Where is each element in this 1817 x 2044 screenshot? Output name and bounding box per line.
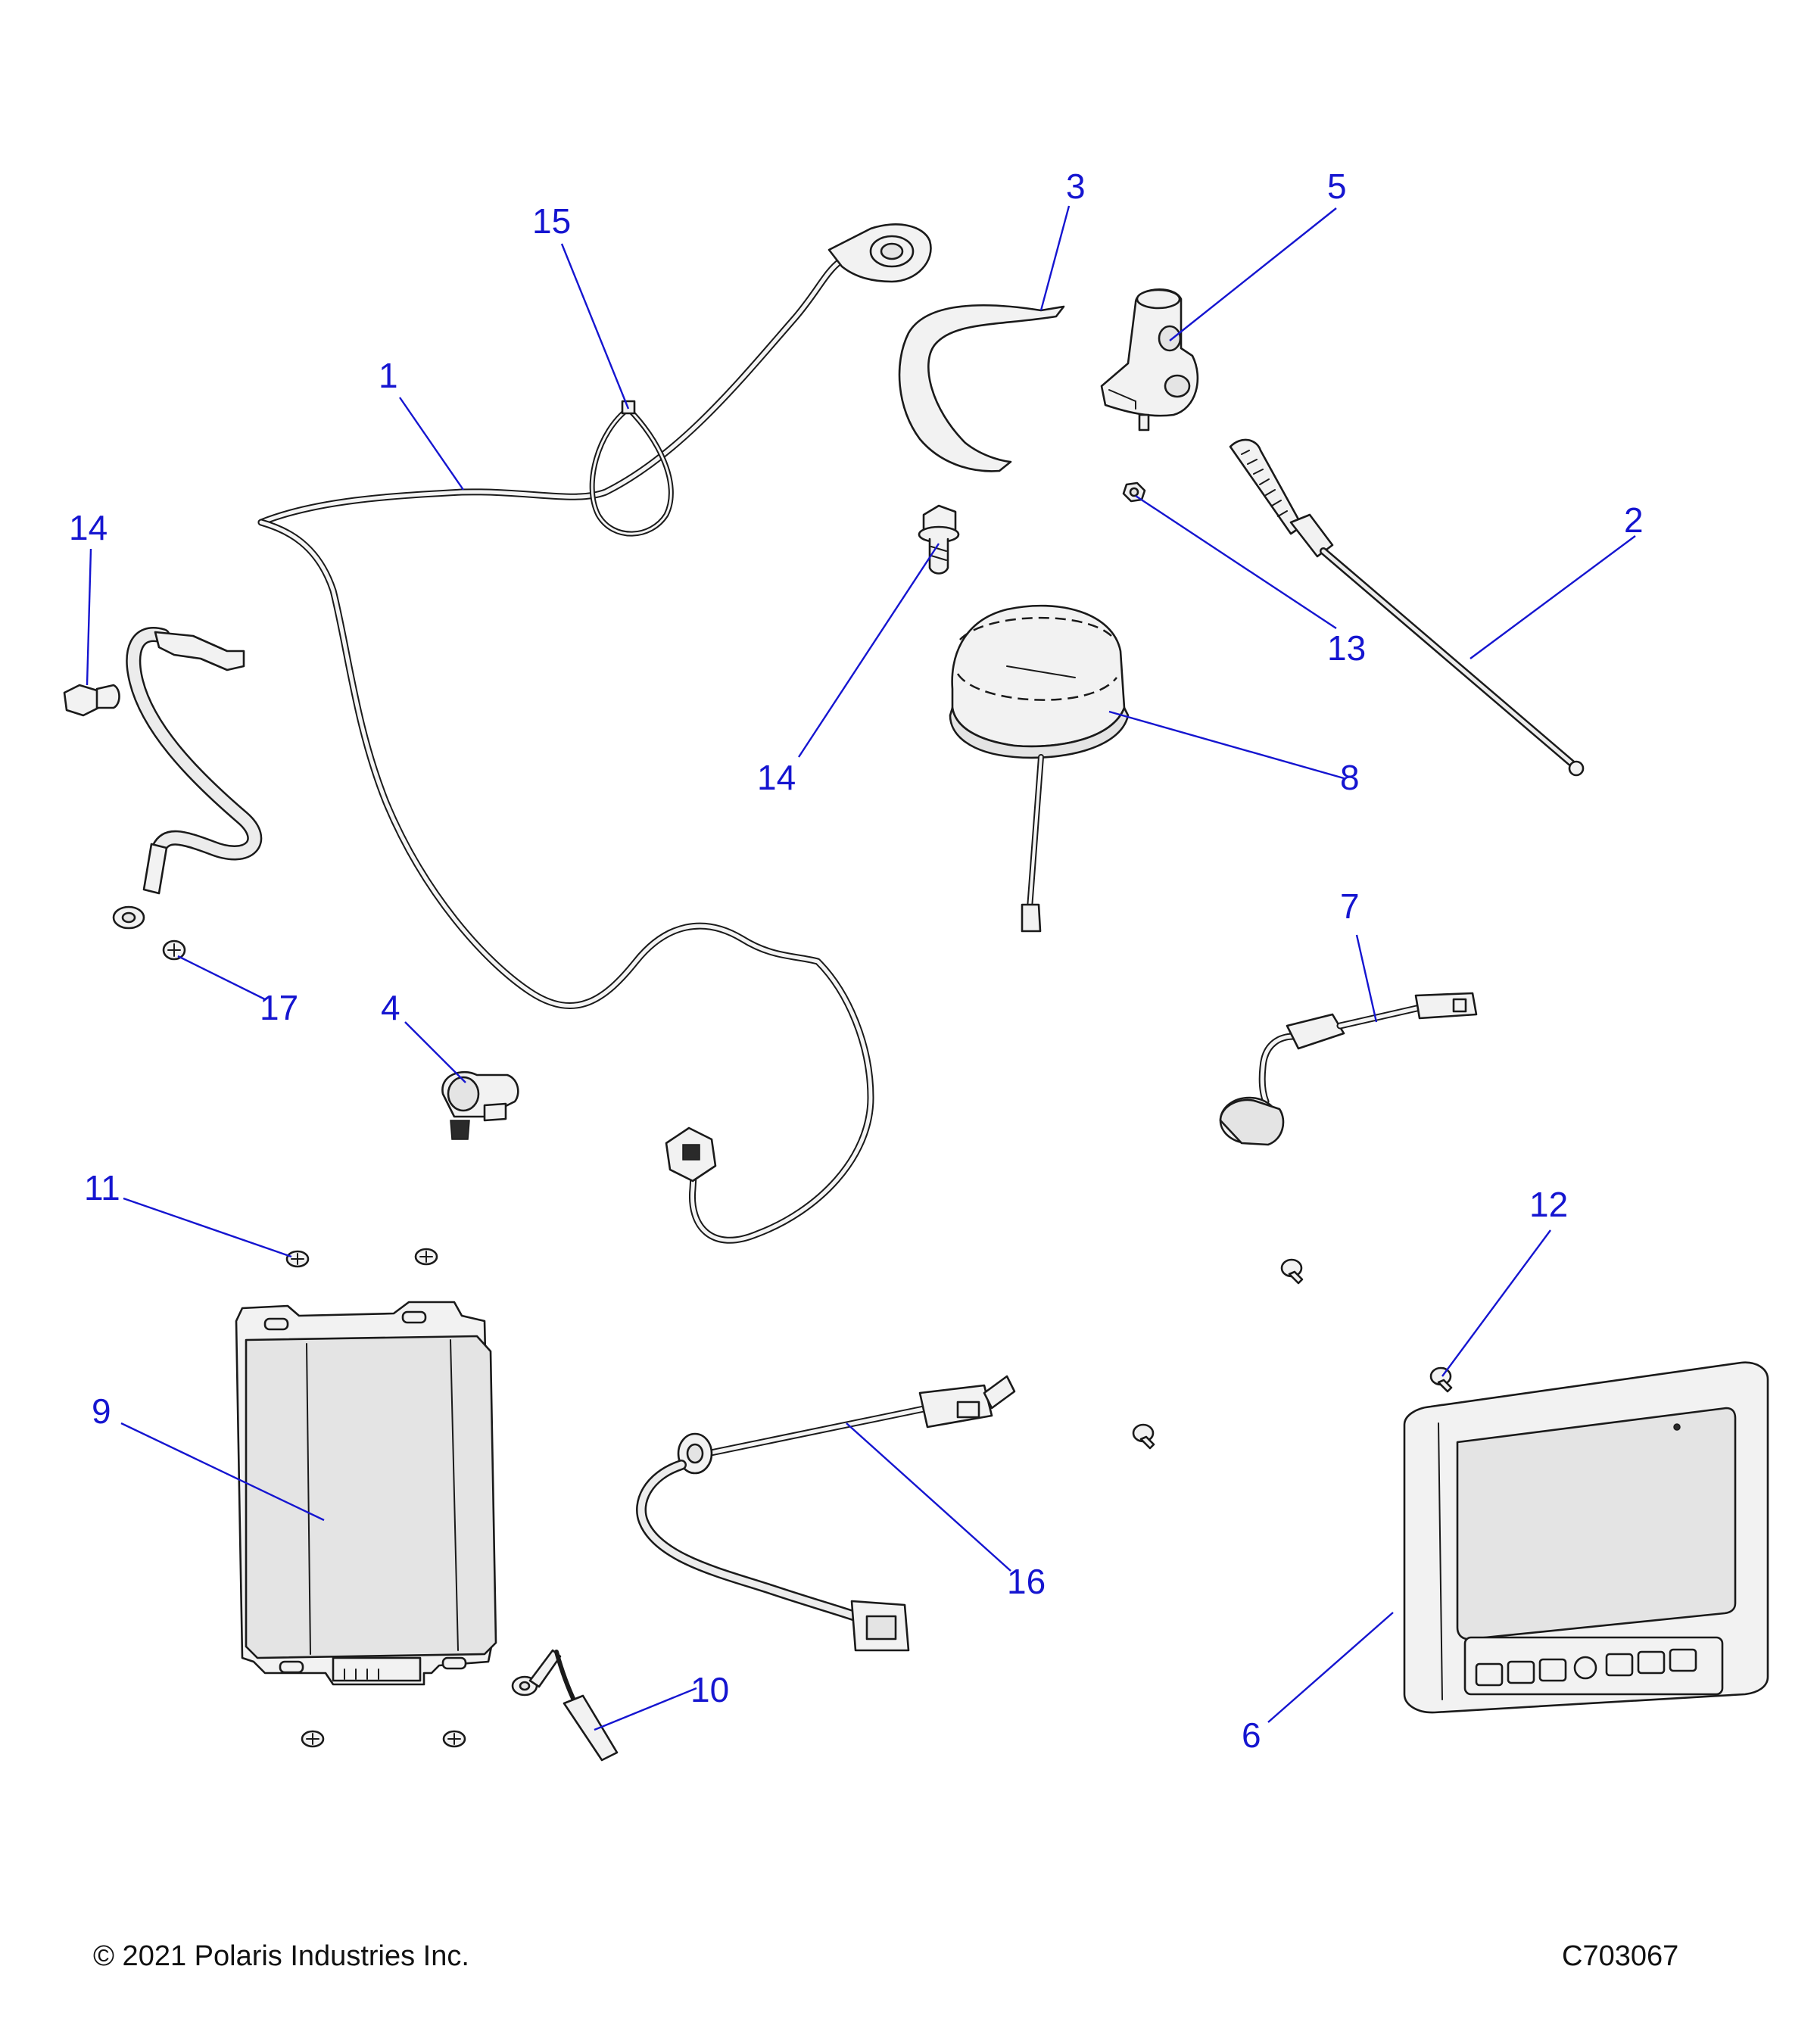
- connector-harness-part: [636, 1375, 1016, 1652]
- callout-13: 13: [1327, 628, 1366, 668]
- leader-3: [1039, 205, 1071, 311]
- screw-part-11a: [285, 1250, 310, 1268]
- control-module-part: [235, 1301, 497, 1686]
- nut-part: [1122, 481, 1146, 503]
- callout-9: 9: [92, 1391, 111, 1431]
- callout-6: 6: [1242, 1715, 1261, 1755]
- callout-15: 15: [532, 201, 571, 241]
- leader-1: [399, 397, 464, 491]
- wiring-harness-part: [257, 223, 932, 1244]
- screw-part-11c: [301, 1730, 325, 1748]
- puck-antenna-part: [949, 604, 1130, 933]
- callout-10: 10: [690, 1670, 729, 1709]
- leader-17: [177, 955, 266, 1001]
- round-connector-part: [1219, 992, 1478, 1146]
- leader-6: [1267, 1612, 1394, 1723]
- leader-15: [560, 243, 630, 410]
- leader-4: [404, 1021, 466, 1083]
- leader-9: [120, 1422, 325, 1522]
- callout-8: 8: [1340, 758, 1360, 797]
- leader-16: [846, 1422, 1011, 1572]
- callout-12: 12: [1529, 1185, 1568, 1224]
- connector-part: [441, 1070, 519, 1140]
- callout-7: 7: [1340, 886, 1360, 926]
- callout-5: 5: [1327, 167, 1347, 206]
- whip-antenna-part: [1229, 438, 1585, 777]
- screw-part-11d: [442, 1730, 466, 1748]
- callout-3: 3: [1066, 167, 1086, 206]
- callout-4: 4: [381, 988, 400, 1027]
- leader-14b: [797, 543, 940, 758]
- leader-5: [1169, 207, 1337, 341]
- screw-part-12c: [1132, 1423, 1155, 1450]
- ground-strap-part: [63, 627, 263, 930]
- callout-1: 1: [379, 356, 398, 395]
- bracket-strap-part: [898, 304, 1065, 472]
- leader-2: [1469, 535, 1636, 659]
- sensor-lead-part: [511, 1649, 619, 1762]
- leader-10: [594, 1687, 697, 1731]
- leader-8: [1108, 710, 1345, 780]
- antenna-mount-part: [1100, 288, 1199, 432]
- callout-17: 17: [260, 988, 298, 1027]
- display-unit-part: [1403, 1361, 1769, 1714]
- leader-7: [1355, 934, 1378, 1023]
- callout-labels: 1 15 3 5 2 13 14 8 14 17 4 7 11 12 9 16 …: [69, 167, 1644, 1755]
- screw-part-17: [162, 939, 186, 961]
- callout-2: 2: [1624, 500, 1644, 540]
- callout-11: 11: [84, 1168, 120, 1207]
- leader-13: [1135, 494, 1337, 630]
- leader-14a: [86, 548, 92, 686]
- flange-bolt-part: [918, 504, 960, 575]
- figure-id: C703067: [1562, 1940, 1679, 1972]
- callout-14-upper: 14: [757, 758, 796, 797]
- callout-14-left: 14: [69, 508, 108, 547]
- screw-part-12a: [1280, 1258, 1304, 1285]
- screw-part-11b: [414, 1248, 438, 1266]
- copyright-notice: © 2021 Polaris Industries Inc.: [93, 1940, 469, 1972]
- leader-12: [1441, 1229, 1551, 1377]
- screw-part-12b: [1429, 1366, 1453, 1393]
- callout-16: 16: [1007, 1562, 1046, 1601]
- leader-lines: [86, 205, 1636, 1731]
- leader-11: [123, 1197, 292, 1258]
- cable-tie-part: [589, 400, 674, 537]
